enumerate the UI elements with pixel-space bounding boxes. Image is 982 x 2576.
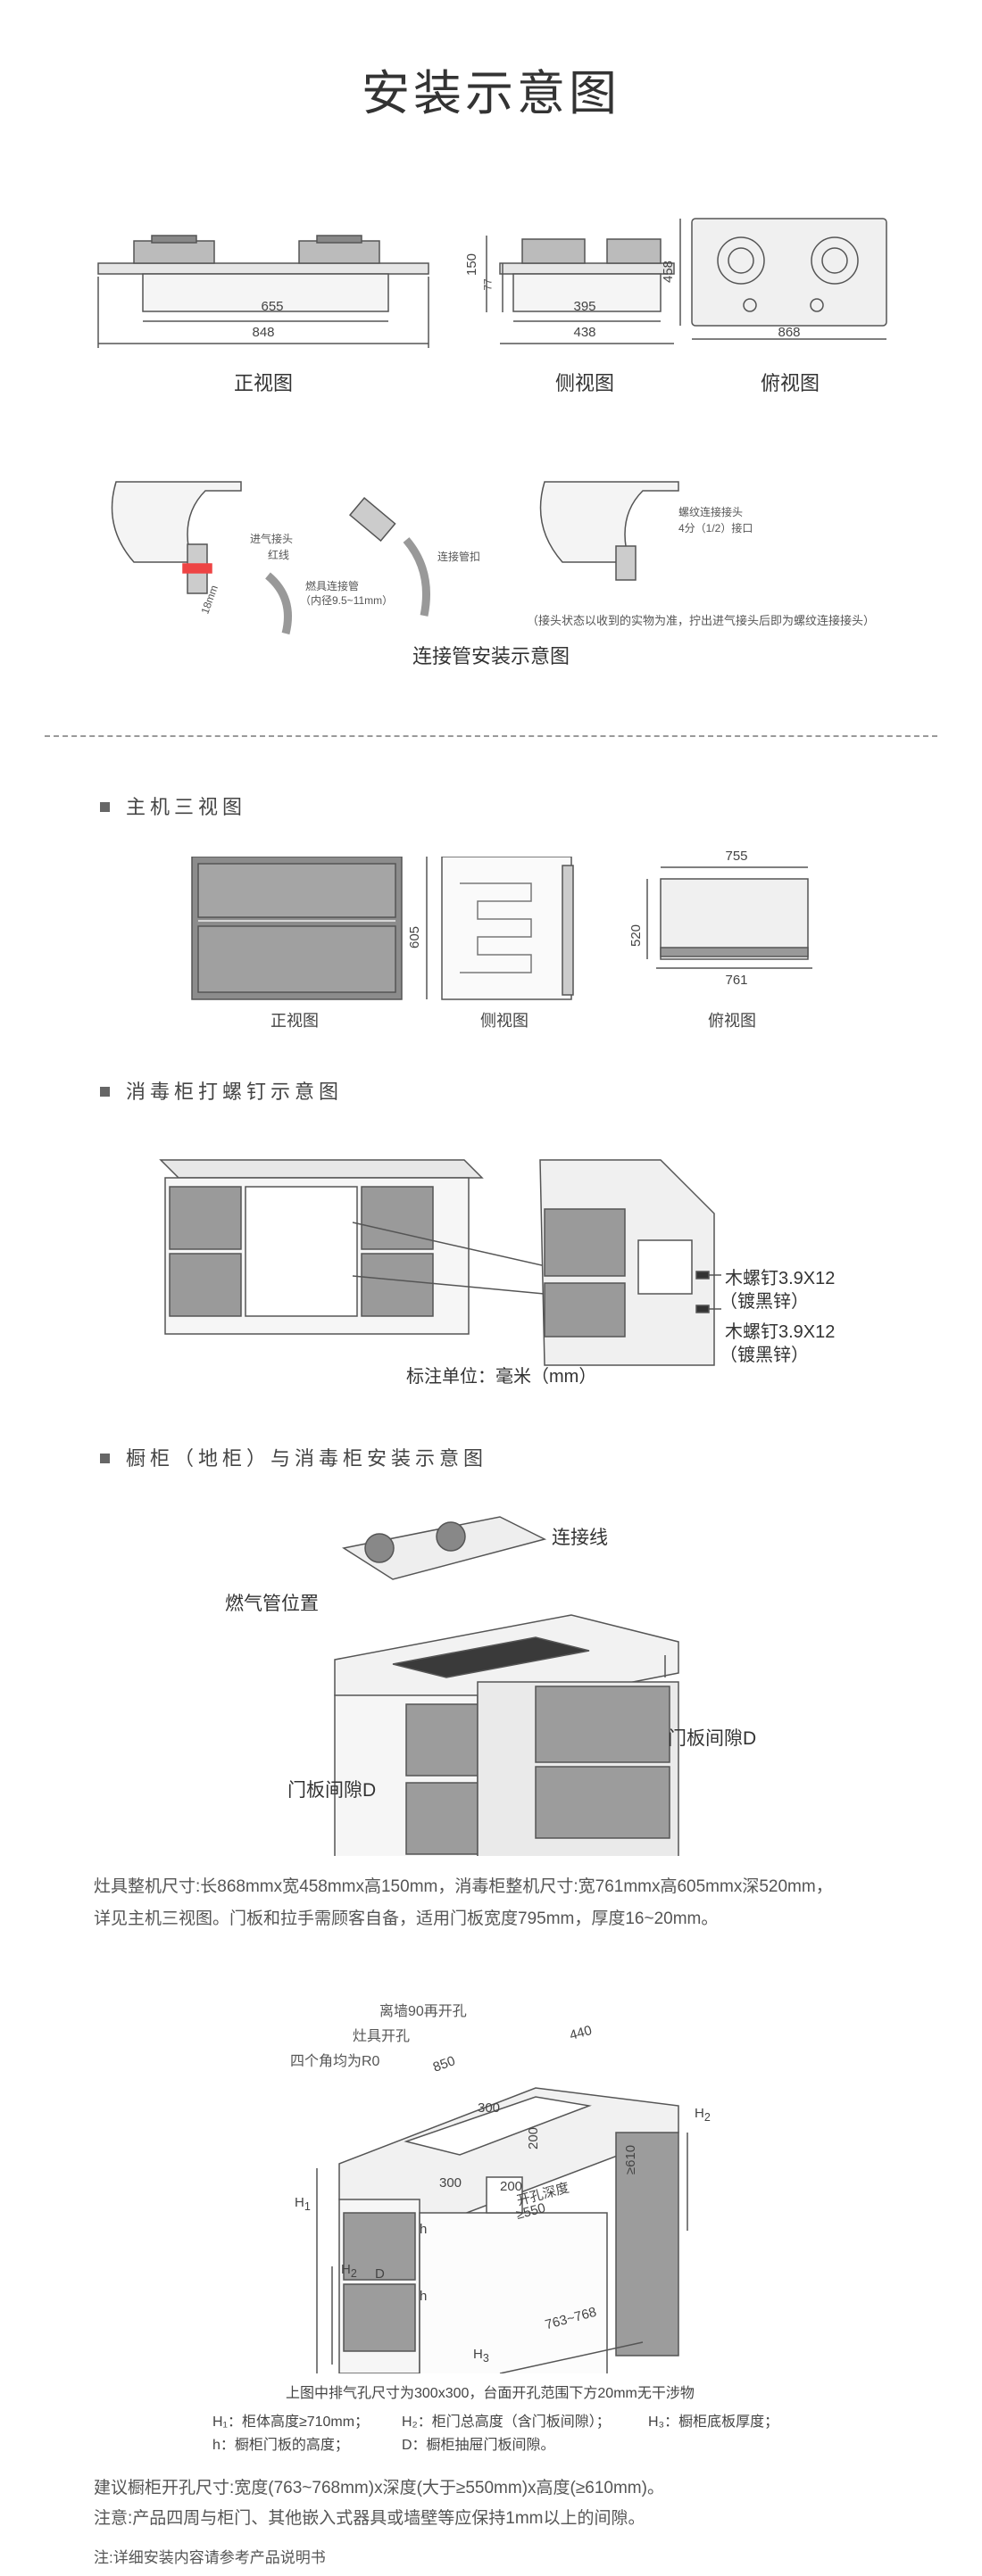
- dim-300a: 300: [478, 2100, 501, 2116]
- note-vent: 上图中排气孔尺寸为300x300，台面开孔范围下方20mm无干涉物: [286, 2386, 695, 2401]
- host-section-heading: 主机三视图: [100, 791, 246, 820]
- cabinet-section-heading: 橱柜（地柜）与消毒柜安装示意图: [100, 1443, 487, 1471]
- cabinet-para-1: 灶具整机尺寸:长868mmx宽458mmx高150mm，消毒柜整机尺寸:宽761…: [94, 1877, 833, 1896]
- label-hob-cutout: 灶具开孔: [353, 2029, 411, 2044]
- screw-section-heading: 消毒柜打螺钉示意图: [100, 1076, 343, 1105]
- label-hose: 燃具连接管: [305, 580, 360, 592]
- square-bullet-icon: [100, 1453, 110, 1463]
- connector-note: （接头状态以收到的实物为准，拧出进气接头后即为螺纹连接接头）: [527, 614, 876, 627]
- label-d: D: [375, 2266, 385, 2282]
- legend-h: h：橱柜门板的高度；: [212, 2438, 349, 2453]
- side-dim-438: 438: [573, 325, 596, 340]
- side-view-caption: 侧视图: [554, 372, 614, 394]
- connector-caption: 连接管安装示意图: [412, 645, 570, 667]
- front-view-caption: 正视图: [233, 372, 293, 394]
- stove-front-view: [97, 235, 429, 348]
- label-h2-right: H2: [695, 2106, 711, 2124]
- label-thread: 螺纹连接接头: [678, 506, 744, 518]
- square-bullet-icon: [100, 801, 110, 812]
- host-dim-761: 761: [725, 973, 748, 988]
- legend-h1: H₁：柜体高度≥710mm；: [212, 2414, 370, 2430]
- connector-drawing: [111, 481, 679, 635]
- label-hose-spec: （内径9.5~11mm）: [300, 594, 394, 607]
- stove-views-drawing: [97, 218, 887, 348]
- dim-200b: 200: [500, 2179, 523, 2194]
- label-h3-sub: 3: [482, 2352, 489, 2365]
- label-h2-right-main: H: [695, 2106, 704, 2121]
- legend-h2: H₂：柜门总高度（含门板间隙）；: [402, 2414, 611, 2430]
- side-dim-77: 77: [481, 278, 495, 291]
- stove-top-view: [679, 218, 887, 340]
- side-dim-150: 150: [464, 253, 480, 277]
- top-dim-458: 458: [661, 260, 677, 284]
- host-section-heading-text: 主机三视图: [126, 796, 247, 818]
- host-top-caption: 俯视图: [708, 1012, 756, 1030]
- dim-200a: 200: [526, 2126, 542, 2150]
- host-dim-520: 520: [628, 924, 645, 948]
- footer-manual: 注:详细安装内容请参考产品说明书: [94, 2549, 326, 2566]
- front-dim-655: 655: [261, 299, 284, 314]
- label-h2: H2: [341, 2262, 357, 2280]
- label-inlet: 进气接头: [250, 533, 294, 545]
- front-dim-848: 848: [252, 325, 275, 340]
- screw-sub-1: （镀黑锌）: [720, 1292, 809, 1312]
- section-divider: [45, 735, 937, 737]
- label-h2-main: H: [341, 2262, 351, 2277]
- label-gas-pipe: 燃气管位置: [225, 1594, 319, 1614]
- host-front-caption: 正视图: [270, 1012, 319, 1030]
- cabinet-para-2: 详见主机三视图。门板和拉手需顾客自备，适用门板宽度795mm，厚度16~20mm…: [94, 1909, 719, 1928]
- screw-section-heading-text: 消毒柜打螺钉示意图: [126, 1081, 344, 1103]
- side-dim-395: 395: [573, 299, 596, 314]
- host-side-caption: 侧视图: [480, 1012, 528, 1030]
- label-h1-sub: 1: [304, 2200, 311, 2213]
- top-dim-868: 868: [778, 325, 801, 340]
- stove-side-view: [486, 236, 675, 344]
- dim-610: ≥610: [623, 2144, 639, 2175]
- label-clamp: 连接管扣: [437, 551, 481, 563]
- footer-suggest: 建议橱柜开孔尺寸:宽度(763~768mm)x深度(大于≥550mm)x高度(≥…: [94, 2479, 664, 2497]
- label-vent-offset: 离墙90再开孔: [379, 2004, 467, 2019]
- label-h-lower: h: [420, 2289, 428, 2304]
- label-connect-wire: 连接线: [552, 1528, 608, 1548]
- label-door-gap-left: 门板间隙D: [287, 1780, 377, 1801]
- label-h2-right-sub: 2: [703, 2111, 711, 2124]
- cabinet-drawing: [334, 1516, 679, 1856]
- label-h1: H1: [295, 2195, 311, 2213]
- label-door-gap-right: 门板间隙D: [668, 1728, 757, 1749]
- unit-note: 标注单位：毫米（mm）: [406, 1367, 597, 1387]
- screw-label-1: 木螺钉3.9X12: [725, 1269, 836, 1288]
- host-views-drawing: [191, 857, 812, 1000]
- cutout-drawing: [316, 2087, 688, 2373]
- label-h3: H3: [473, 2347, 489, 2365]
- top-view-caption: 俯视图: [760, 372, 820, 394]
- label-h3-main: H: [473, 2347, 483, 2362]
- legend-h3: H₃：橱柜底板厚度；: [648, 2414, 779, 2430]
- screw-sub-2: （镀黑锌）: [720, 1346, 809, 1365]
- screw-drawing: [159, 1159, 721, 1366]
- host-dim-605: 605: [407, 925, 423, 949]
- page-title: 安装示意图: [362, 67, 620, 120]
- label-h-upper: h: [420, 2222, 428, 2237]
- label-h2-sub: 2: [350, 2267, 357, 2280]
- label-corner-r0: 四个角均为R0: [290, 2054, 380, 2069]
- host-dim-755: 755: [725, 849, 748, 864]
- screw-label-2: 木螺钉3.9X12: [725, 1322, 836, 1342]
- label-thread-spec: 4分（1/2）接口: [678, 522, 753, 534]
- label-red-ring: 红线: [268, 549, 290, 561]
- footer-caution: 注意:产品四周与柜门、其他嵌入式器具或墙壁等应保持1mm以上的间隙。: [94, 2509, 645, 2528]
- cabinet-section-heading-text: 橱柜（地柜）与消毒柜安装示意图: [126, 1447, 488, 1470]
- legend-d: D：橱柜抽屉门板间隙。: [402, 2438, 555, 2453]
- square-bullet-icon: [100, 1086, 110, 1097]
- dim-300b: 300: [439, 2175, 462, 2191]
- label-h1-main: H: [295, 2195, 304, 2210]
